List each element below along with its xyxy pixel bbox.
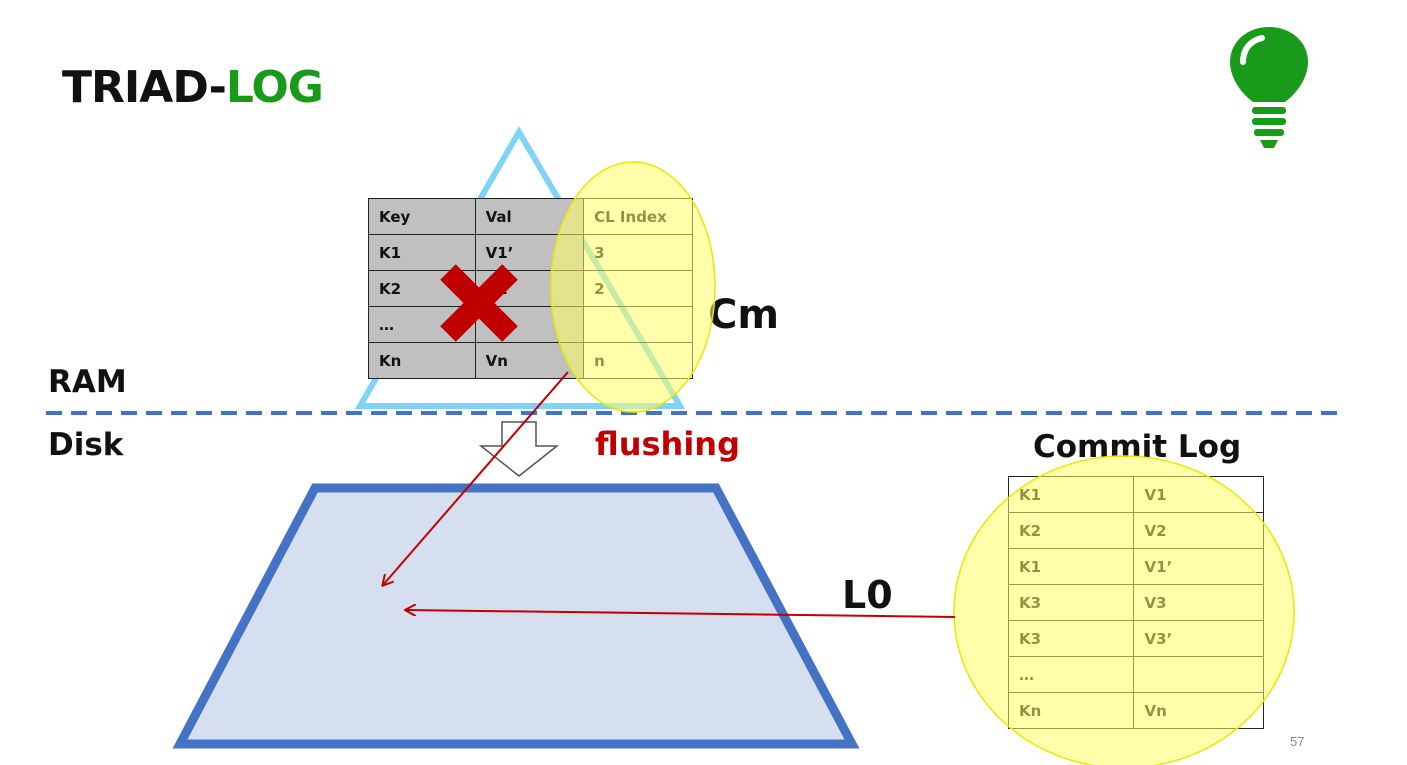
flush-down-arrow [478,421,560,477]
memtable-row: K2 V2 2 [368,270,693,307]
memtable-table: Key Val CL Index K1 V1’ 3 K2 V2 2 … Kn V… [368,198,693,379]
commit-log-key-cell: Kn [1007,692,1135,729]
memtable-val-cell [474,306,585,343]
commit-log-key-cell: K2 [1007,512,1135,549]
l0-label: L0 [842,573,893,617]
commit-log-key-cell: K1 [1007,548,1135,585]
memtable-key-cell: … [368,306,476,343]
memtable-row: … [368,306,693,343]
disk-level-trapezoid [172,483,860,749]
memtable-key-cell: Kn [368,342,476,379]
slide-title: TRIAD-LOG [62,66,324,110]
memtable-row: Kn Vn n [368,342,693,379]
commit-log-val-cell: Vn [1133,692,1264,729]
memtable-cl-index-cell: n [583,342,693,379]
flushing-label: flushing [595,425,740,463]
commit-log-val-cell: V3 [1133,584,1264,621]
flush-arrow [383,371,569,585]
page-number: 57 [1290,734,1305,749]
memtable-val-cell: V2 [474,270,585,307]
commit-log-row: Kn Vn [1007,692,1264,729]
memtable-row: K1 V1’ 3 [368,234,693,271]
memtable-header-val: Val [474,198,585,235]
memtable-cl-index-cell: 2 [583,270,693,307]
commit-log-table: K1 V1 K2 V2 K1 V1’ K3 V3 K3 V3’ … Kn Vn [1007,476,1264,729]
memtable-key-cell: K1 [368,234,476,271]
memtable-header-cl-index: CL Index [583,198,693,235]
memtable-header-key: Key [368,198,476,235]
commit-log-row: K3 V3 [1007,584,1264,621]
memtable-val-cell: V1’ [474,234,585,271]
commit-log-title: Commit Log [1033,429,1242,465]
lightbulb-icon [1230,27,1308,148]
commit-log-key-cell: … [1007,656,1135,693]
commit-log-val-cell [1133,656,1264,693]
cm-label: Cm [708,292,780,338]
commit-log-row: … [1007,656,1264,693]
commit-log-val-cell: V1’ [1133,548,1264,585]
title-part-1: TRIAD- [62,62,227,113]
memtable-header-row: Key Val CL Index [368,198,693,235]
commit-log-row: K3 V3’ [1007,620,1264,657]
commit-log-val-cell: V1 [1133,476,1264,513]
title-part-2: LOG [225,62,324,113]
commit-log-row: K1 V1 [1007,476,1264,513]
memtable-cl-index-cell: 3 [583,234,693,271]
commit-log-key-cell: K3 [1007,620,1135,657]
memtable-key-cell: K2 [368,270,476,307]
disk-label: Disk [48,427,124,463]
commit-log-key-cell: K1 [1007,476,1135,513]
commit-log-row: K1 V1’ [1007,548,1264,585]
commit-log-key-cell: K3 [1007,584,1135,621]
memtable-cl-index-cell [583,306,693,343]
commit-log-val-cell: V3’ [1133,620,1264,657]
commit-log-val-cell: V2 [1133,512,1264,549]
ram-label: RAM [48,364,127,400]
memtable-val-cell: Vn [474,342,585,379]
commit-log-row: K2 V2 [1007,512,1264,549]
